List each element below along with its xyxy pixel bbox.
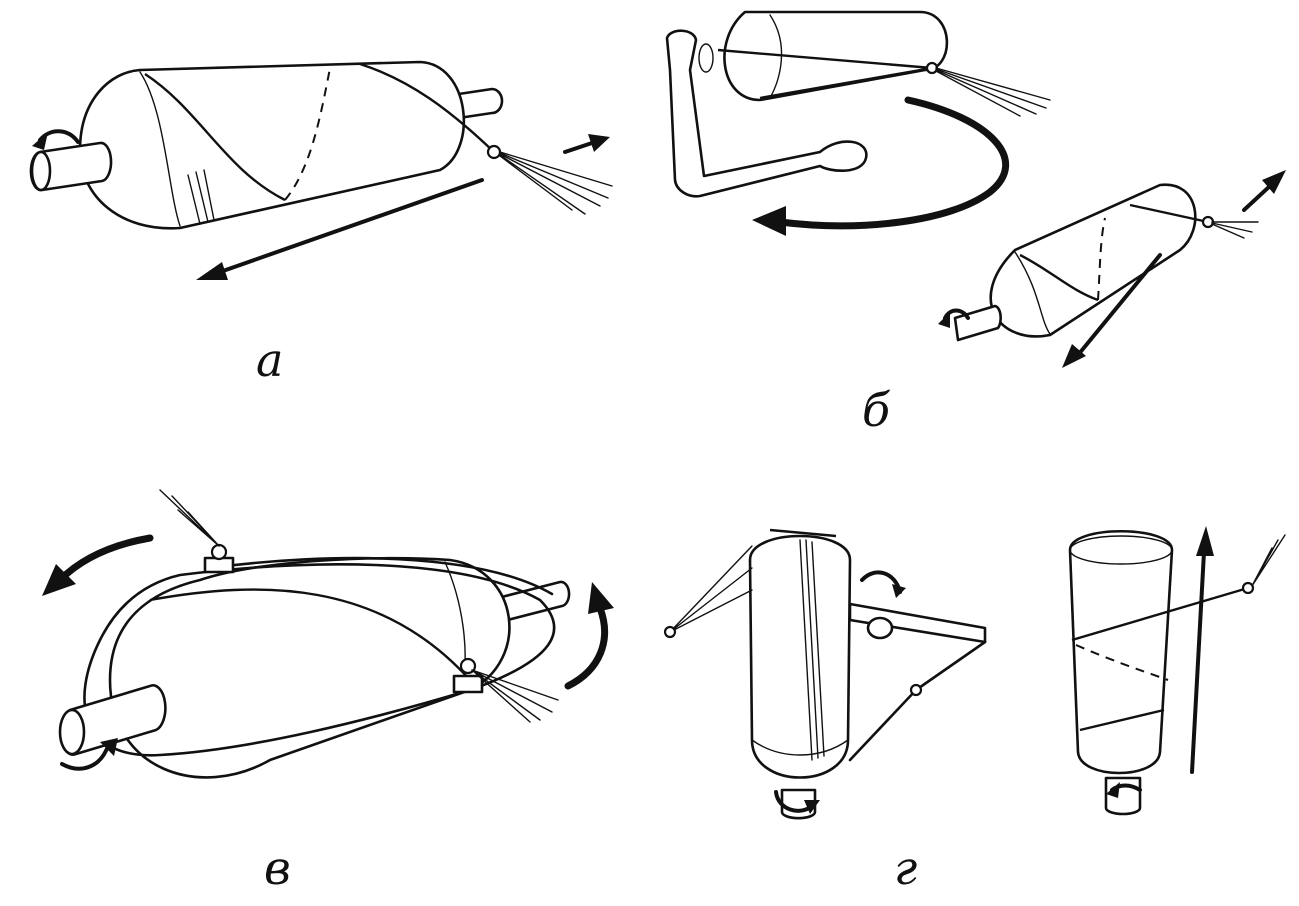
polar-fiber xyxy=(149,588,471,681)
right-top-rim xyxy=(1069,535,1173,565)
upper-spray xyxy=(935,67,1051,117)
upper-vessel xyxy=(723,10,949,102)
left-fiber-fan xyxy=(669,545,753,633)
shaft-rotation-head xyxy=(100,738,118,756)
left-rotation-head xyxy=(42,564,76,596)
lower-dome-seam xyxy=(1014,251,1051,335)
right-rotation-head xyxy=(1106,782,1120,798)
fiber-spray xyxy=(499,151,613,215)
right-helix-back xyxy=(1075,644,1169,681)
right-helix-top xyxy=(1071,586,1249,642)
panel-g xyxy=(663,526,1286,820)
right-spray xyxy=(1251,534,1286,587)
top-eye xyxy=(210,543,228,561)
fiber-to-eye xyxy=(359,62,495,153)
side-eye-holder xyxy=(452,674,484,694)
rotating-arm xyxy=(665,29,868,198)
traverse-arrow-long xyxy=(218,178,484,274)
panel-label-a: а xyxy=(256,333,283,387)
swing-arm-fiber xyxy=(848,640,987,762)
lower-traverse-short-head xyxy=(1262,170,1286,194)
lower-spray xyxy=(1211,221,1259,239)
lower-shaft xyxy=(953,304,1002,342)
arm-eye xyxy=(909,683,923,697)
axial-traverse-arrow xyxy=(1190,550,1206,774)
helix-front xyxy=(144,72,286,202)
lower-vessel xyxy=(989,183,1197,338)
left-vessel-hatching xyxy=(799,539,825,761)
right-helix-bottom xyxy=(1079,708,1165,732)
upper-fiber-a xyxy=(717,48,933,70)
panel-label-g: г xyxy=(894,841,917,895)
dome-seam xyxy=(139,71,181,227)
traverse-arrow-long-head xyxy=(196,262,228,280)
hatching xyxy=(187,169,215,225)
left-shaft-end xyxy=(30,150,52,192)
lower-traverse-short xyxy=(1242,184,1272,212)
right-bottom-shaft xyxy=(1104,776,1142,816)
side-spray xyxy=(471,669,559,723)
traverse-arrow-short xyxy=(563,141,594,154)
lower-helix-front xyxy=(1019,253,1099,302)
vertical-vessel-left xyxy=(748,534,852,779)
vessel-body xyxy=(78,60,466,230)
left-eye xyxy=(663,625,677,639)
front-shaft-end xyxy=(58,708,86,756)
panel-v xyxy=(42,489,614,779)
left-lower-seam xyxy=(751,739,849,756)
traverse-arrow-short-head xyxy=(588,134,610,152)
lower-fiber xyxy=(1129,203,1209,224)
right-eye xyxy=(1241,581,1255,595)
right-rotation-arc xyxy=(564,604,609,690)
axial-traverse-head xyxy=(1196,526,1214,556)
helix-back xyxy=(284,67,331,201)
vertical-vessel-right xyxy=(1068,530,1174,775)
arm-hub xyxy=(866,616,894,640)
side-eye xyxy=(459,657,477,675)
arm-pivot xyxy=(698,43,714,73)
right-rotation-head xyxy=(588,582,614,614)
panel-label-b: б xyxy=(862,383,891,437)
lower-traverse-long xyxy=(1076,253,1162,357)
left-rotation-arc xyxy=(56,534,154,584)
panel-a xyxy=(29,60,613,280)
sweep-arc xyxy=(776,96,1010,230)
left-top-band xyxy=(769,528,837,538)
ring-frame xyxy=(83,563,556,757)
shaft-rotation-arrow xyxy=(60,744,110,771)
panel-b xyxy=(665,10,1286,368)
panel-label-v: в xyxy=(264,841,291,895)
arm-rotation-head xyxy=(892,584,906,598)
polar-vessel xyxy=(108,556,511,779)
rotation-arrow-head xyxy=(32,132,48,150)
upper-dome-seam xyxy=(769,14,783,99)
ring-frame-top xyxy=(208,556,554,596)
sweep-arc-head xyxy=(752,206,786,236)
upper-fiber-b xyxy=(759,66,933,100)
fiber-eye xyxy=(486,144,502,160)
left-rotation-head xyxy=(804,800,820,814)
top-spray xyxy=(159,489,220,547)
lower-helix-back xyxy=(1097,217,1106,301)
lower-rotation-head xyxy=(938,312,950,328)
lower-traverse-long-head xyxy=(1062,344,1086,368)
